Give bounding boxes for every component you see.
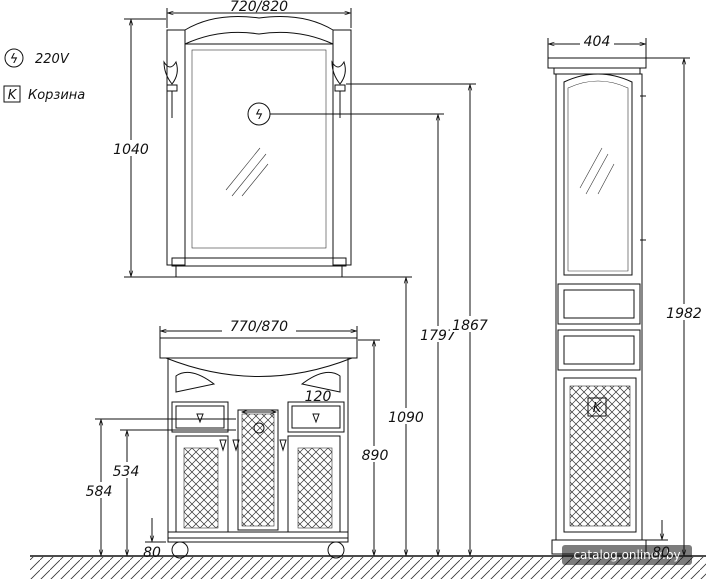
mirror-height-dimension: 1040 bbox=[112, 18, 166, 278]
mirror-middle-dimension: 1797 bbox=[270, 113, 458, 555]
svg-text:1982: 1982 bbox=[666, 306, 702, 322]
left-lamp-icon bbox=[163, 60, 178, 118]
svg-text:404: 404 bbox=[584, 34, 611, 50]
column-leg-dimension bbox=[646, 520, 668, 541]
power-legend-label: 220V bbox=[35, 52, 70, 67]
svg-text:120: 120 bbox=[305, 389, 332, 405]
svg-text:K: K bbox=[8, 88, 18, 103]
basket-legend-label: Корзина bbox=[28, 88, 85, 103]
svg-text:K: K bbox=[593, 401, 603, 416]
basket-legend-icon: K bbox=[3, 85, 21, 103]
mirror-top-dimension: 1867 bbox=[346, 83, 490, 555]
drawer-depth-dimension: 120 bbox=[242, 389, 331, 412]
vanity-width-dimension: 770/870 bbox=[159, 318, 358, 338]
column-width-dimension: 404 bbox=[547, 33, 647, 58]
vanity bbox=[159, 337, 358, 559]
svg-text:890: 890 bbox=[362, 448, 389, 464]
svg-text:ϟ: ϟ bbox=[10, 52, 19, 67]
vanity-leg-dimension: 80 bbox=[143, 518, 166, 561]
legend: ϟ 220V K Корзина bbox=[3, 48, 85, 103]
vanity-height-dimension: 890 bbox=[358, 339, 392, 555]
column-basket-icon: K bbox=[587, 397, 607, 417]
svg-text:770/870: 770/870 bbox=[230, 319, 288, 335]
watermark: catalog.onliner.by bbox=[562, 545, 692, 565]
svg-text:ϟ: ϟ bbox=[255, 108, 264, 123]
svg-text:1040: 1040 bbox=[113, 142, 149, 158]
column-leg-label: 80 bbox=[652, 545, 670, 561]
svg-text:catalog.onliner.by: catalog.onliner.by bbox=[573, 548, 680, 562]
svg-text:1090: 1090 bbox=[388, 410, 424, 426]
mirror: ϟ bbox=[160, 16, 356, 278]
drawer-height-dimensions: 584 534 bbox=[84, 418, 236, 555]
mirror-width-dimension: 720/820 bbox=[166, 0, 352, 28]
svg-text:720/820: 720/820 bbox=[230, 0, 288, 15]
svg-text:1867: 1867 bbox=[452, 318, 488, 334]
power-legend-icon: ϟ bbox=[4, 48, 24, 68]
svg-text:80: 80 bbox=[143, 545, 161, 561]
svg-text:1797: 1797 bbox=[420, 328, 456, 344]
mirror-bottom-dimension: 1090 bbox=[356, 276, 426, 555]
vanity-basket-icon bbox=[253, 422, 265, 434]
right-lamp-icon bbox=[331, 60, 346, 118]
svg-text:534: 534 bbox=[113, 464, 140, 480]
mirror-socket-icon: ϟ bbox=[247, 102, 271, 126]
svg-text:584: 584 bbox=[86, 484, 113, 500]
column-cabinet: K bbox=[547, 57, 647, 555]
column-height-dimension: 1982 bbox=[646, 57, 704, 555]
